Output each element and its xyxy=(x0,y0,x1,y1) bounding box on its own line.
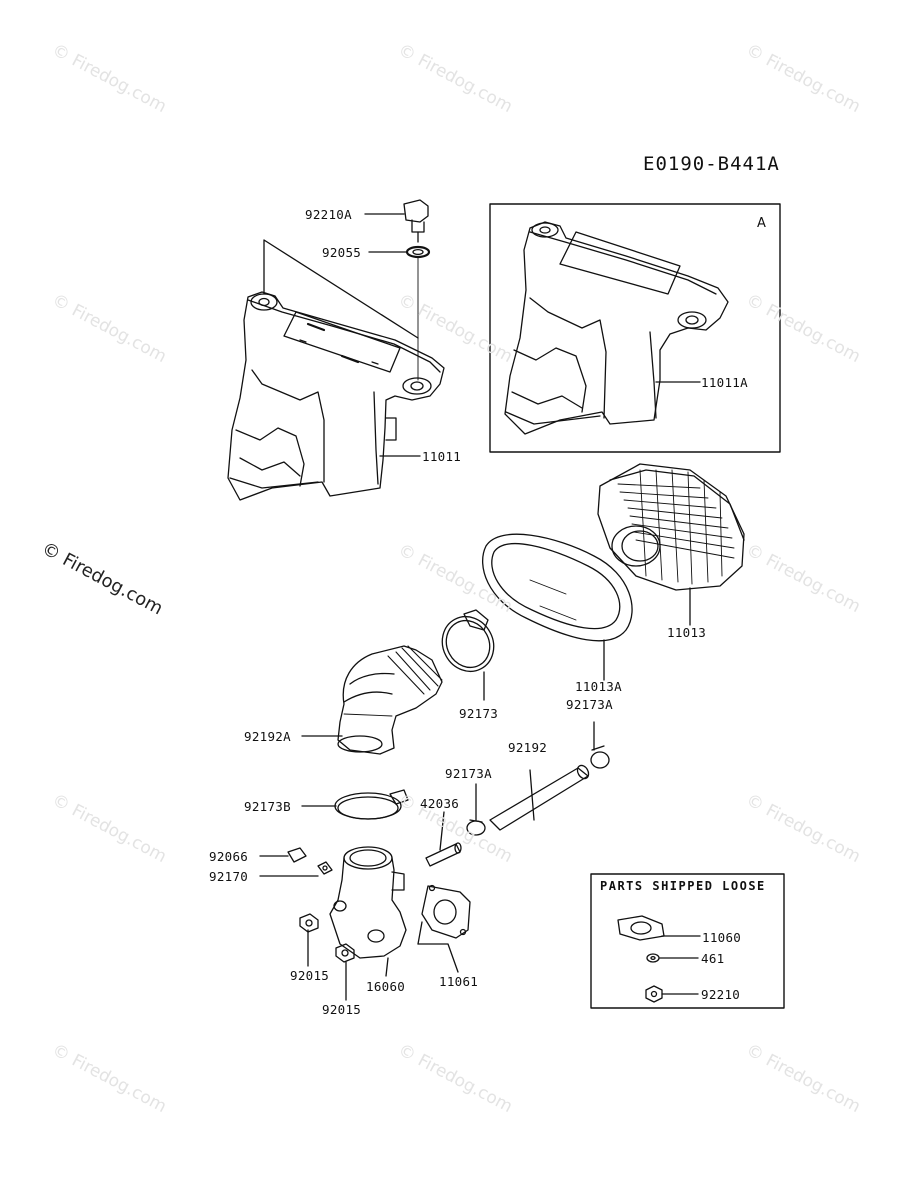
label-11013: 11013 xyxy=(667,625,707,640)
air-cleaner-cover-11011A xyxy=(504,221,729,435)
hose-92192 xyxy=(489,764,590,831)
nut-92015-b xyxy=(335,943,355,963)
label-92192A: 92192A xyxy=(244,729,291,744)
air-filter-element-11013 xyxy=(597,463,745,591)
label-92015-a: 92015 xyxy=(290,968,330,983)
clamp-92173 xyxy=(441,609,495,673)
label-92170: 92170 xyxy=(209,869,249,884)
label-92210A: 92210A xyxy=(305,207,352,222)
nut-92210 xyxy=(645,985,663,1003)
label-92055: 92055 xyxy=(322,245,362,260)
label-11011: 11011 xyxy=(422,449,462,464)
pre-cleaner-11013A xyxy=(482,533,633,642)
part-92210A xyxy=(403,199,429,243)
label-11011A: 11011A xyxy=(701,375,748,390)
label-92210: 92210 xyxy=(701,987,741,1002)
inset-letter: A xyxy=(757,216,766,231)
plug-92066 xyxy=(287,847,307,863)
elbow-hose-92192A xyxy=(337,645,443,755)
label-461: 461 xyxy=(701,951,725,966)
label-92173A-mid: 92173A xyxy=(445,766,492,781)
clamp-92173A-mid xyxy=(466,819,486,836)
washer-461 xyxy=(646,953,660,963)
label-16060: 16060 xyxy=(366,979,406,994)
intake-elbow-16060 xyxy=(329,846,407,959)
label-42036: 42036 xyxy=(420,796,460,811)
label-11061: 11061 xyxy=(439,974,479,989)
label-92173: 92173 xyxy=(459,706,499,721)
leader-bracket-11011 xyxy=(263,239,419,339)
gasket-11060 xyxy=(617,915,665,941)
parts-shipped-loose-box xyxy=(590,873,785,1009)
gasket-11061 xyxy=(421,884,471,939)
label-92173B: 92173B xyxy=(244,799,291,814)
parts-shipped-loose-title: PARTS SHIPPED LOOSE xyxy=(600,879,766,893)
label-92066: 92066 xyxy=(209,849,249,864)
inset-box-a xyxy=(489,203,781,453)
label-11013A: 11013A xyxy=(575,679,622,694)
nut-92015-a xyxy=(299,913,319,933)
label-92173A-top: 92173A xyxy=(566,697,613,712)
pipe-42036 xyxy=(425,842,462,867)
label-92192: 92192 xyxy=(508,740,548,755)
air-cleaner-cover-11011 xyxy=(227,291,445,501)
label-11060: 11060 xyxy=(702,930,742,945)
label-92015-b: 92015 xyxy=(322,1002,362,1017)
part-92055 xyxy=(405,245,431,259)
diagram-id: E0190-B441A xyxy=(643,153,780,175)
clip-92170 xyxy=(317,861,333,875)
